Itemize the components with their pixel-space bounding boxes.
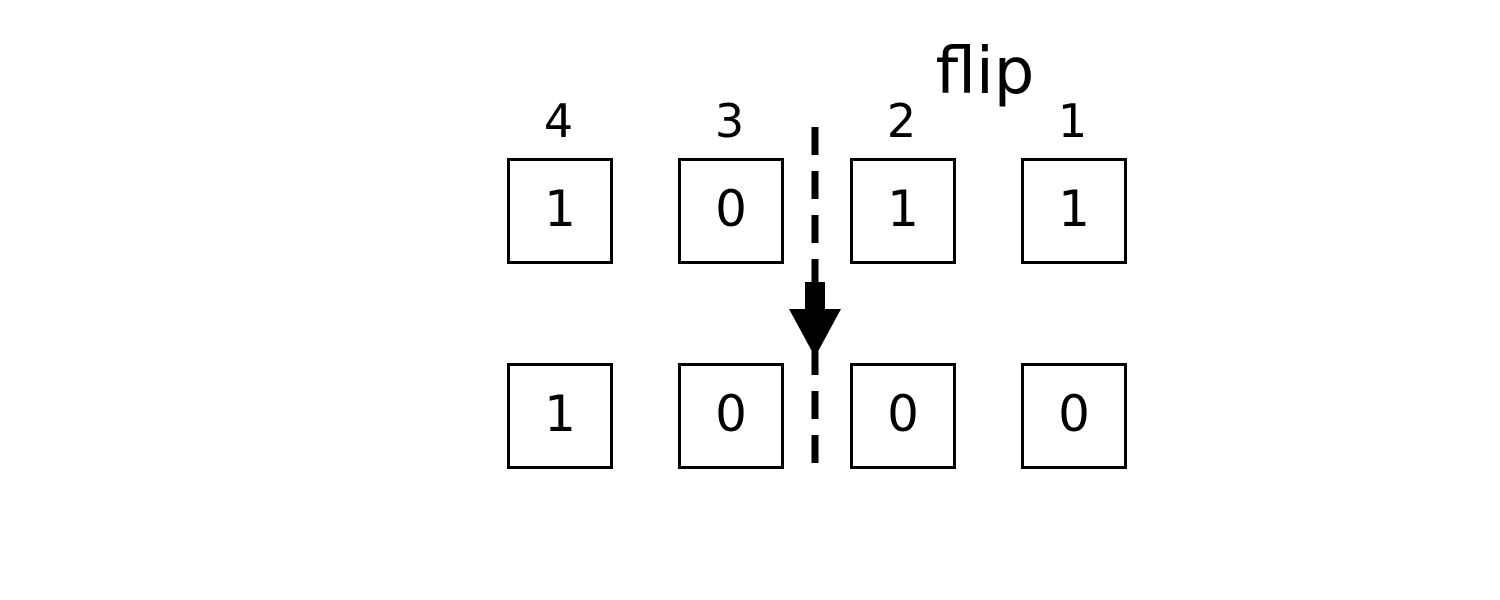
down-arrow-icon	[789, 309, 841, 357]
before-bit-value: 1	[544, 180, 576, 238]
position-label-2: 2	[886, 94, 917, 148]
after-bit-value: 0	[715, 385, 747, 443]
before-bit-box-2: 1	[850, 158, 956, 264]
before-bit-value: 0	[715, 180, 747, 238]
before-bit-box-4: 1	[507, 158, 613, 264]
after-bit-box-1: 0	[1021, 363, 1127, 469]
after-bit-value: 0	[1058, 385, 1090, 443]
before-bit-box-1: 1	[1021, 158, 1127, 264]
after-bit-box-4: 1	[507, 363, 613, 469]
before-bit-value: 1	[1058, 180, 1090, 238]
before-bit-box-3: 0	[678, 158, 784, 264]
after-bit-box-2: 0	[850, 363, 956, 469]
position-label-4: 4	[543, 94, 574, 148]
flip-label: flip	[935, 35, 1035, 109]
before-bit-value: 1	[887, 180, 919, 238]
after-bit-box-3: 0	[678, 363, 784, 469]
position-label-1: 1	[1057, 94, 1088, 148]
position-label-3: 3	[714, 94, 745, 148]
after-bit-value: 1	[544, 385, 576, 443]
after-bit-value: 0	[887, 385, 919, 443]
